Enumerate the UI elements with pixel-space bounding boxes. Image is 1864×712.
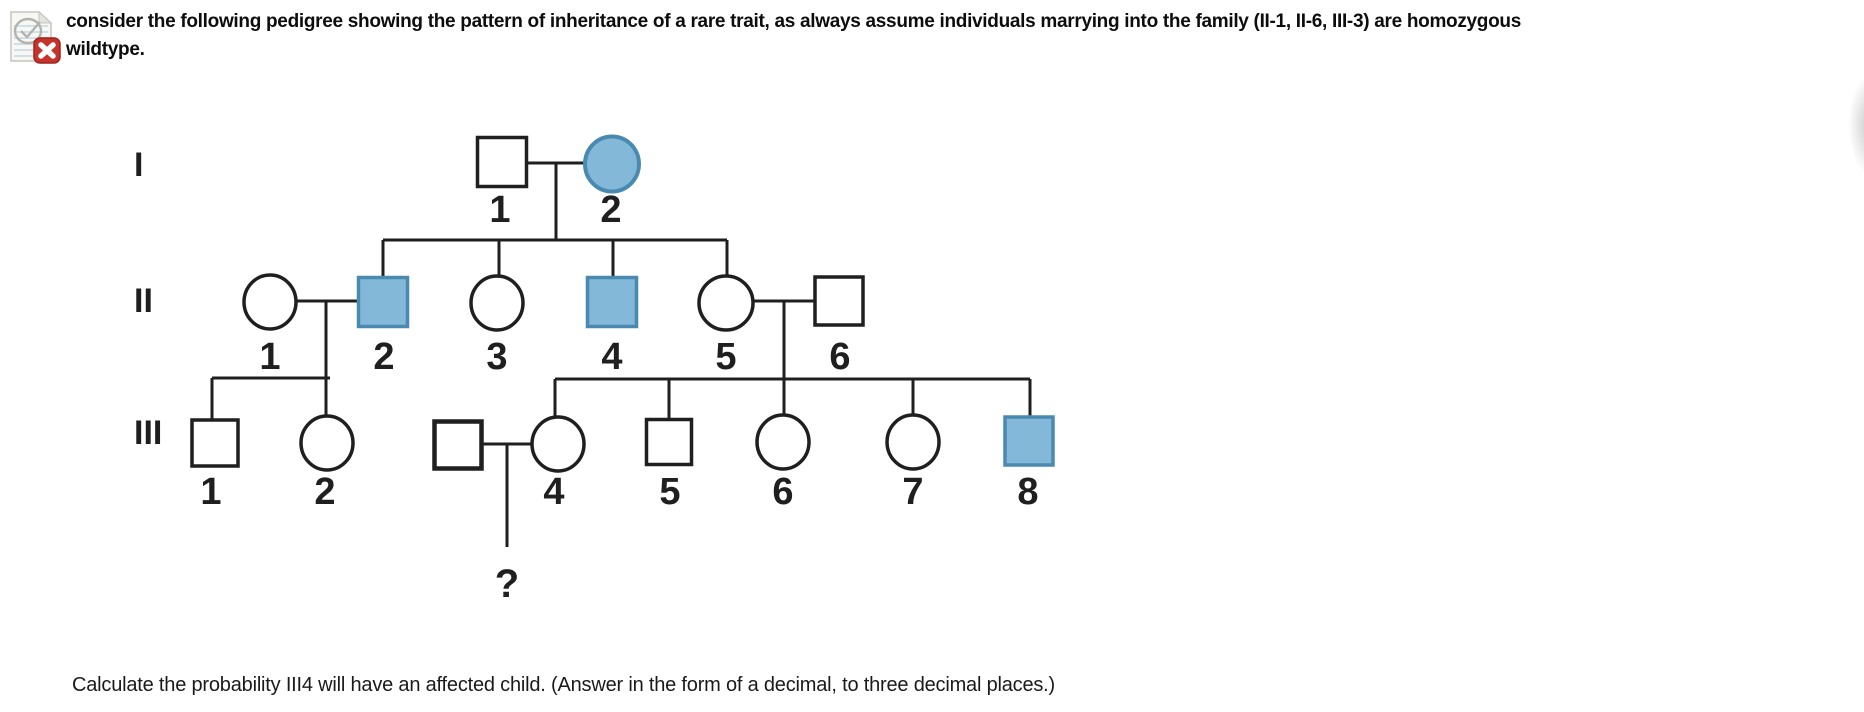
checkmark-watermark-icon	[13, 17, 43, 45]
pedigree-number-label-III-5: 5	[659, 471, 680, 513]
generation-label-III: III	[134, 414, 162, 452]
pedigree-number-label-II-5: 5	[715, 336, 736, 378]
question-instruction: Calculate the probability III4 will have…	[72, 674, 1055, 696]
pedigree-individual-II-1	[242, 273, 298, 331]
assignment-document-icon	[8, 9, 62, 65]
pedigree-number-label-II-2: 2	[373, 336, 394, 378]
document-dogear	[38, 10, 53, 24]
pedigree-number-label-III-8: 8	[1017, 471, 1038, 513]
pedigree-number-label-I-1: 1	[489, 189, 510, 231]
pedigree-number-label-I-2: 2	[600, 189, 621, 231]
pedigree-individual-III-3	[432, 419, 484, 471]
pedigree-number-label-II-3: 3	[486, 336, 507, 378]
pedigree-individual-II-2	[356, 275, 410, 329]
pedigree-number-label-II-6: 6	[829, 336, 850, 378]
generation-label-I: I	[134, 146, 143, 184]
error-x-badge	[33, 37, 61, 64]
pedigree-individual-III-2	[299, 414, 355, 472]
question-prompt: consider the following pedigree showing …	[66, 8, 1521, 64]
right-edge-shadow	[1840, 60, 1864, 190]
pedigree-individual-II-3	[469, 274, 525, 332]
pedigree-individual-I-1	[475, 135, 529, 189]
pedigree-number-label-II-4: 4	[601, 336, 622, 378]
generation-label-II: II	[134, 282, 153, 320]
pedigree-individual-III-1	[190, 418, 240, 468]
pedigree-individual-II-5	[697, 274, 755, 332]
question-prompt-line2: wildtype.	[66, 39, 145, 60]
unknown-offspring-label: ?	[495, 562, 519, 606]
pedigree-number-label-III-6: 6	[772, 471, 793, 513]
pedigree-number-label-III-2: 2	[314, 471, 335, 513]
pedigree-number-label-III-4: 4	[543, 471, 564, 513]
pedigree-individual-II-6	[813, 275, 865, 327]
pedigree-number-label-III-1: 1	[200, 471, 221, 513]
pedigree-individual-I-2	[583, 134, 641, 194]
pedigree-number-label-III-7: 7	[902, 471, 923, 513]
pedigree-individual-III-5	[644, 417, 694, 467]
pedigree-individual-II-4	[585, 275, 639, 329]
question-prompt-line1: consider the following pedigree showing …	[66, 11, 1521, 32]
pedigree-individual-III-4	[530, 415, 586, 473]
pedigree-individual-III-7	[885, 413, 941, 471]
pedigree-individual-III-6	[755, 413, 811, 471]
pedigree-number-label-II-1: 1	[259, 336, 280, 378]
pedigree-individual-III-8	[1003, 415, 1055, 467]
